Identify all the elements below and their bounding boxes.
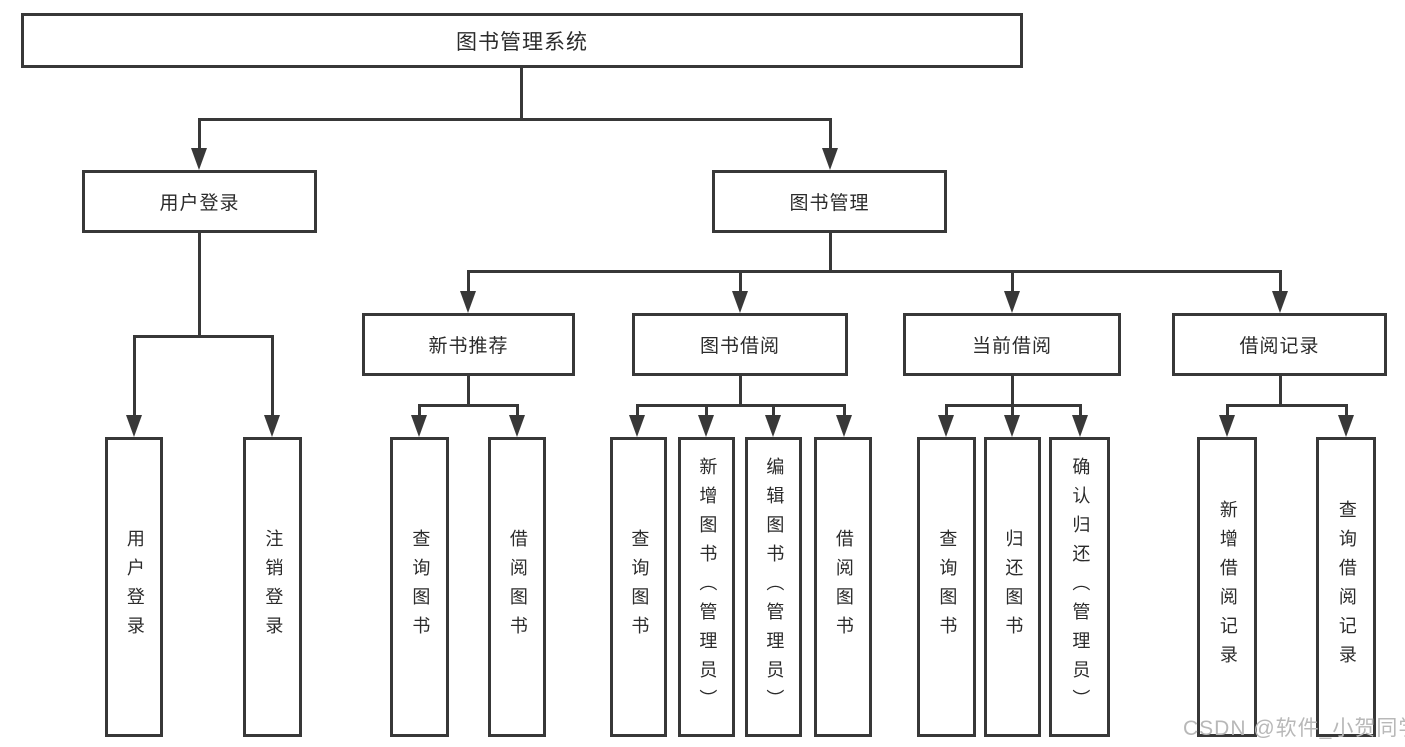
edge-book-borrow-stem: [739, 376, 742, 407]
leaf-user-login: 用户登录: [105, 437, 163, 737]
leaf-query-book-borrow-label: 查询图书: [629, 529, 650, 645]
edge-to-leaf-query-record: [1345, 404, 1348, 422]
leaf-edit-book-admin: 编辑图书（管理员）: [745, 437, 802, 737]
leaf-query-borrow-record-label: 查询借阅记录: [1336, 500, 1357, 674]
node-book-management: 图书管理: [712, 170, 947, 233]
leaf-return-book-label: 归还图书: [1003, 529, 1024, 645]
arrowhead-borrow-record: [1272, 291, 1288, 313]
edge-to-leaf-add-record: [1226, 404, 1229, 422]
leaf-user-login-label: 用户登录: [124, 529, 145, 645]
leaf-confirm-return-admin: 确认归还（管理员）: [1049, 437, 1110, 737]
edge-root-stem: [520, 68, 523, 120]
edge-to-borrow-record: [1279, 270, 1282, 295]
leaf-confirm-return-admin-label: 确认归还（管理员）: [1070, 456, 1091, 718]
arrowhead-leaf-query2: [629, 415, 645, 437]
node-book-borrow: 图书借阅: [632, 313, 848, 376]
arrowhead-leaf-return: [1004, 415, 1020, 437]
node-root: 图书管理系统: [21, 13, 1023, 68]
arrowhead-leaf-confirm-return: [1072, 415, 1088, 437]
leaf-query-borrow-record: 查询借阅记录: [1316, 437, 1376, 737]
leaf-add-borrow-record-label: 新增借阅记录: [1217, 500, 1238, 674]
arrowhead-current-borrow: [1004, 291, 1020, 313]
leaf-query-book-recommend: 查询图书: [390, 437, 449, 737]
leaf-borrow-book: 借阅图书: [814, 437, 872, 737]
edge-to-leaf-edit-book: [772, 404, 775, 422]
arrowhead-user-login: [191, 148, 207, 170]
edge-to-leaf-query3: [945, 404, 948, 422]
arrowhead-leaf-add-record: [1219, 415, 1235, 437]
arrowhead-leaf-query-record: [1338, 415, 1354, 437]
leaf-add-book-admin-label: 新增图书（管理员）: [697, 456, 718, 718]
leaf-add-book-admin: 新增图书（管理员）: [678, 437, 735, 737]
leaf-query-book-current: 查询图书: [917, 437, 976, 737]
leaf-borrow-book-label: 借阅图书: [833, 529, 854, 645]
edge-to-current-borrow: [1011, 270, 1014, 295]
edge-book-management-branch: [467, 270, 1281, 273]
edge-new-book-branch: [418, 404, 519, 407]
edge-user-login-stem: [198, 233, 201, 337]
edge-to-leaf-logout: [271, 335, 274, 422]
edge-to-user-login: [198, 118, 201, 152]
edge-to-book-management: [829, 118, 832, 152]
edge-borrow-record-stem: [1279, 376, 1282, 407]
leaf-borrow-book-recommend-label: 借阅图书: [507, 529, 528, 645]
arrowhead-book-management: [822, 148, 838, 170]
leaf-query-book-recommend-label: 查询图书: [410, 529, 431, 645]
edge-to-leaf-borrow1: [516, 404, 519, 422]
edge-to-leaf-return: [1011, 404, 1014, 422]
edge-new-book-stem: [467, 376, 470, 407]
arrowhead-leaf-borrow1: [509, 415, 525, 437]
edge-to-leaf-borrow2: [843, 404, 846, 422]
edge-book-management-stem: [829, 233, 832, 273]
edge-borrow-record-branch: [1226, 404, 1348, 407]
edge-to-new-book: [467, 270, 470, 295]
arrowhead-leaf-query3: [938, 415, 954, 437]
arrowhead-book-borrow: [732, 291, 748, 313]
arrowhead-leaf-logout: [264, 415, 280, 437]
edge-user-login-branch: [133, 335, 274, 338]
csdn-watermark: CSDN @软件_小贺同学: [1183, 717, 1405, 740]
edge-current-borrow-stem: [1011, 376, 1014, 407]
edge-to-leaf-query2: [636, 404, 639, 422]
leaf-logout-label: 注销登录: [263, 529, 284, 645]
node-new-book-recommend: 新书推荐: [362, 313, 575, 376]
leaf-logout: 注销登录: [243, 437, 302, 737]
leaf-return-book: 归还图书: [984, 437, 1041, 737]
node-borrow-record: 借阅记录: [1172, 313, 1387, 376]
edge-root-branch: [198, 118, 832, 121]
arrowhead-leaf-login: [126, 415, 142, 437]
arrowhead-leaf-add-book: [698, 415, 714, 437]
arrowhead-leaf-edit-book: [765, 415, 781, 437]
edge-to-leaf-confirm-return: [1079, 404, 1082, 422]
node-current-borrow: 当前借阅: [903, 313, 1121, 376]
leaf-edit-book-admin-label: 编辑图书（管理员）: [764, 456, 785, 718]
arrowhead-new-book: [460, 291, 476, 313]
arrowhead-leaf-borrow2: [836, 415, 852, 437]
node-user-login: 用户登录: [82, 170, 317, 233]
edge-to-leaf-add-book: [705, 404, 708, 422]
edge-to-book-borrow: [739, 270, 742, 295]
leaf-borrow-book-recommend: 借阅图书: [488, 437, 546, 737]
leaf-add-borrow-record: 新增借阅记录: [1197, 437, 1257, 737]
arrowhead-leaf-query1: [411, 415, 427, 437]
leaf-query-book-current-label: 查询图书: [937, 529, 958, 645]
edge-to-leaf-login: [133, 335, 136, 422]
leaf-query-book-borrow: 查询图书: [610, 437, 667, 737]
edge-book-borrow-branch: [636, 404, 846, 407]
edge-to-leaf-query1: [418, 404, 421, 422]
